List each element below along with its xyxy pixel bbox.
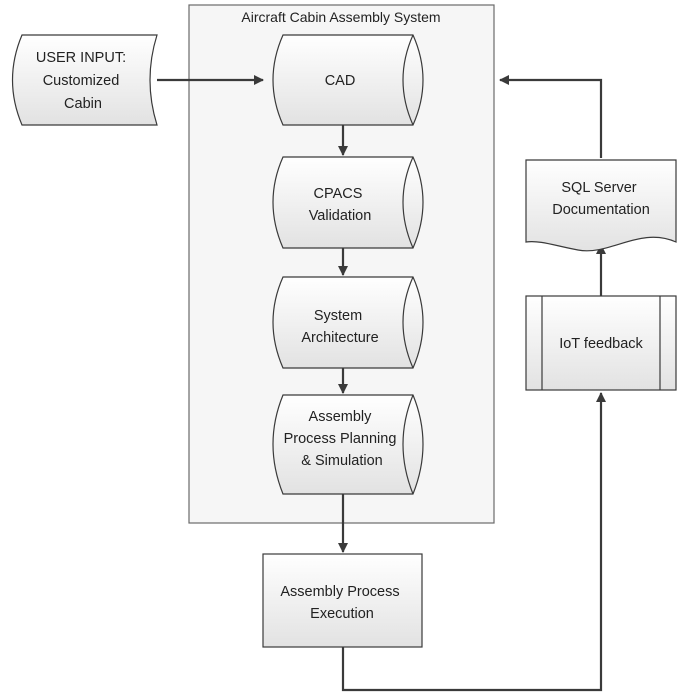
sql-documentation-label: SQL Server Documentation: [552, 180, 650, 218]
process-planning-node: Assembly Process Planning & Simulation: [272, 394, 424, 495]
sql-documentation-line-1: SQL Server: [561, 180, 636, 196]
cpacs-line-1: CPACS: [314, 186, 363, 202]
process-planning-line-1: Assembly: [309, 409, 373, 425]
iot-feedback-line-1: IoT feedback: [559, 336, 643, 352]
sql-documentation-node: SQL Server Documentation: [525, 159, 677, 252]
system-title: Aircraft Cabin Assembly System: [241, 9, 440, 25]
system-architecture-label: System Architecture: [301, 308, 378, 346]
system-architecture-node: System Architecture: [272, 276, 424, 369]
connector-execution-to-iot: [341, 392, 606, 692]
cad-node: CAD: [272, 34, 424, 126]
user-input-line-2: Customized: [43, 73, 120, 89]
process-execution-line-2: Execution: [310, 606, 374, 622]
cad-line-1: CAD: [325, 73, 356, 89]
connector-sql-to-cad: [499, 75, 603, 158]
user-input-line-1: USER INPUT:: [36, 50, 126, 66]
cpacs-validation-label: CPACS Validation: [309, 186, 372, 224]
user-input-node: USER INPUT: Customized Cabin: [11, 34, 158, 126]
process-planning-label: Assembly Process Planning & Simulation: [284, 409, 401, 469]
process-execution-label: Assembly Process Execution: [280, 584, 403, 622]
system-architecture-line-2: Architecture: [301, 330, 378, 346]
cpacs-validation-node: CPACS Validation: [272, 156, 424, 249]
iot-feedback-label: IoT feedback: [559, 336, 643, 352]
user-input-label: USER INPUT: Customized Cabin: [36, 50, 130, 112]
cad-label: CAD: [325, 73, 356, 89]
process-planning-line-3: & Simulation: [301, 453, 382, 469]
user-input-line-3: Cabin: [64, 96, 102, 112]
iot-feedback-node: IoT feedback: [525, 295, 677, 391]
process-execution-node: Assembly Process Execution: [262, 553, 423, 648]
connectors: [157, 75, 606, 692]
system-architecture-line-1: System: [314, 308, 362, 324]
cpacs-line-2: Validation: [309, 208, 372, 224]
process-execution-line-1: Assembly Process: [280, 584, 399, 600]
sql-documentation-line-2: Documentation: [552, 202, 650, 218]
process-planning-line-2: Process Planning: [284, 431, 397, 447]
